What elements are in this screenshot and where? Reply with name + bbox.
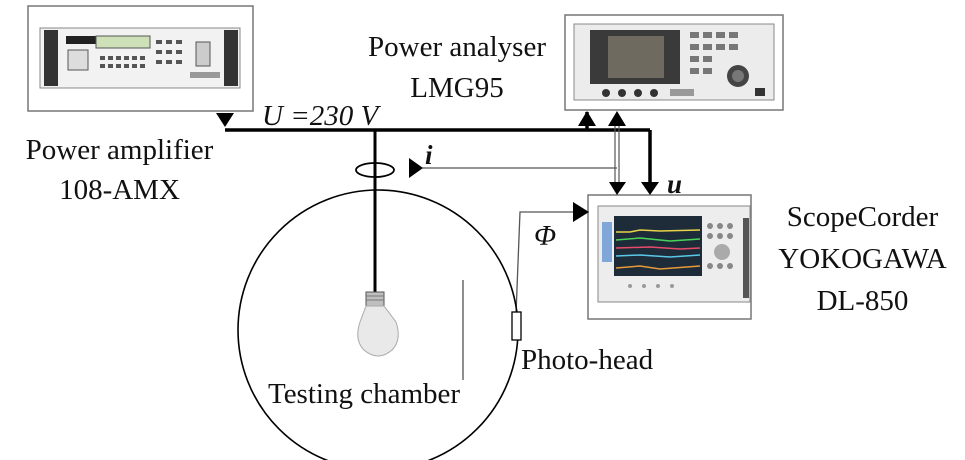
- led-bulb-icon: [357, 291, 399, 357]
- power-analyser-name: Power analyser: [368, 31, 546, 63]
- analyser-input-arrow-2: [608, 111, 626, 126]
- photo-head-label: Photo-head: [521, 344, 654, 376]
- wiring: [225, 112, 652, 380]
- analyser-input-arrow-1: [578, 111, 596, 126]
- current-signal-label: i: [425, 140, 433, 170]
- flux-line: [515, 211, 578, 315]
- supply-voltage-label: U =230 V: [262, 100, 379, 132]
- power-amplifier-device: [27, 5, 254, 112]
- power-amplifier-name: Power amplifier: [25, 134, 214, 166]
- scopecorder-brand: YOKOGAWA: [778, 243, 947, 275]
- amplifier-output-arrow: [216, 113, 234, 127]
- power-analyser-model: LMG95: [410, 72, 504, 104]
- power-analyser-device: [564, 14, 784, 111]
- current-clamp: [355, 162, 395, 178]
- power-amplifier-model: 108-AMX: [59, 174, 180, 206]
- arrowheads: [216, 111, 659, 222]
- scope-input-arrow-i: [609, 182, 626, 195]
- scope-input-arrow-u: [641, 182, 659, 195]
- testing-chamber-label: Testing chamber: [268, 378, 461, 410]
- photo-head-sensor: [511, 311, 522, 341]
- scopecorder-name: ScopeCorder: [786, 201, 939, 233]
- flux-signal-label: Φ: [534, 220, 557, 252]
- voltage-signal-label: u: [667, 169, 683, 199]
- scopecorder-model: DL-850: [816, 285, 909, 317]
- scopecorder-device: [587, 194, 752, 320]
- scope-input-arrow-phi: [573, 202, 589, 222]
- current-probe-arrow: [409, 158, 423, 178]
